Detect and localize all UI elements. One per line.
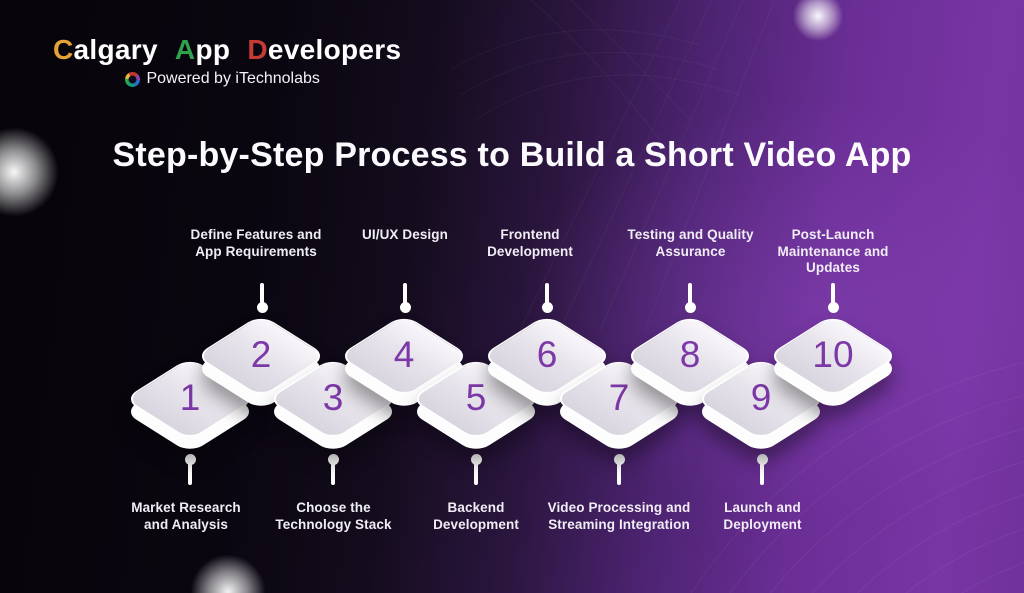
multicolor-ring-icon bbox=[125, 71, 141, 87]
logo-tagline: Powered by iTechnolabs bbox=[44, 70, 401, 88]
connector-pin-4 bbox=[399, 283, 411, 313]
pin-dot bbox=[184, 454, 196, 465]
step-label-10: Post-Launch Maintenance and Updates bbox=[777, 227, 889, 276]
logo-word-rest: algary bbox=[73, 34, 158, 65]
step-diamond-10: 10 bbox=[766, 308, 900, 411]
pin-line bbox=[545, 283, 549, 304]
step-diamond-9: 9 bbox=[694, 351, 828, 454]
step-number-3: 3 bbox=[322, 377, 344, 418]
connector-pin-5 bbox=[470, 454, 482, 485]
logo-word: Calgary bbox=[53, 34, 158, 65]
connector-pin-3 bbox=[327, 454, 339, 485]
logo-word-rest: pp bbox=[195, 34, 231, 65]
logo-word: Developers bbox=[247, 34, 401, 65]
logo: Calgary App Developers Powered by iTechn… bbox=[44, 34, 401, 88]
connector-pin-7 bbox=[613, 454, 625, 485]
pin-dot bbox=[684, 302, 696, 313]
step-label-6: Frontend Development bbox=[487, 227, 573, 259]
step-diamond-8: 8 bbox=[623, 308, 757, 411]
step-label-3: Choose the Technology Stack bbox=[275, 500, 392, 532]
step-diamond-6: 6 bbox=[480, 308, 614, 411]
pin-line bbox=[760, 463, 764, 485]
pin-dot bbox=[827, 302, 839, 313]
step-diamond-3: 3 bbox=[266, 351, 400, 454]
logo-lead-letter: D bbox=[247, 34, 268, 65]
pin-line bbox=[260, 283, 264, 304]
step-number-7: 7 bbox=[608, 377, 630, 418]
logo-word-rest: evelopers bbox=[267, 34, 402, 65]
pin-line bbox=[403, 283, 407, 304]
connector-pin-10 bbox=[827, 283, 839, 313]
pin-dot bbox=[399, 302, 411, 313]
pin-line bbox=[331, 463, 335, 485]
pin-dot bbox=[613, 454, 625, 465]
pin-line bbox=[474, 463, 478, 485]
step-number-5: 5 bbox=[465, 377, 487, 418]
logo-lead-letter: C bbox=[53, 34, 74, 65]
pin-dot bbox=[256, 302, 268, 313]
step-diamond-7: 7 bbox=[552, 351, 686, 454]
connector-pin-9 bbox=[756, 454, 768, 485]
step-label-8: Testing and Quality Assurance bbox=[627, 227, 754, 259]
step-diamond-4: 4 bbox=[337, 308, 471, 411]
pin-line bbox=[617, 463, 621, 485]
logo-tagline-text: Powered by iTechnolabs bbox=[146, 70, 320, 87]
connector-pin-1 bbox=[184, 454, 196, 485]
pin-line bbox=[688, 283, 692, 304]
step-number-4: 4 bbox=[393, 334, 415, 375]
step-number-6: 6 bbox=[536, 334, 558, 375]
step-number-10: 10 bbox=[812, 334, 854, 375]
step-number-9: 9 bbox=[750, 377, 772, 418]
connector-pin-8 bbox=[684, 283, 696, 313]
pin-line bbox=[831, 283, 835, 304]
pin-dot bbox=[756, 454, 768, 465]
step-number-8: 8 bbox=[679, 334, 701, 375]
step-label-1: Market Research and Analysis bbox=[131, 500, 241, 532]
step-label-5: Backend Development bbox=[433, 500, 519, 532]
step-number-1: 1 bbox=[179, 377, 201, 418]
page-title: Step-by-Step Process to Build a Short Vi… bbox=[112, 136, 912, 174]
connector-pin-6 bbox=[541, 283, 553, 313]
logo-word: App bbox=[175, 34, 230, 65]
pin-dot bbox=[470, 454, 482, 465]
step-diamond-1: 1 bbox=[123, 351, 257, 454]
pin-dot bbox=[541, 302, 553, 313]
logo-lead-letter: A bbox=[174, 34, 196, 65]
logo-title: Calgary App Developers bbox=[44, 34, 401, 66]
step-number-2: 2 bbox=[250, 334, 272, 375]
step-label-9: Launch and Deployment bbox=[723, 500, 802, 532]
step-diamond-5: 5 bbox=[409, 351, 543, 454]
step-label-2: Define Features and App Requirements bbox=[190, 227, 322, 259]
pin-line bbox=[188, 463, 192, 485]
step-diamond-2: 2 bbox=[194, 308, 328, 411]
connector-pin-2 bbox=[256, 283, 268, 313]
pin-dot bbox=[327, 454, 339, 465]
step-label-4: UI/UX Design bbox=[362, 227, 448, 242]
step-label-7: Video Processing and Streaming Integrati… bbox=[547, 500, 691, 532]
